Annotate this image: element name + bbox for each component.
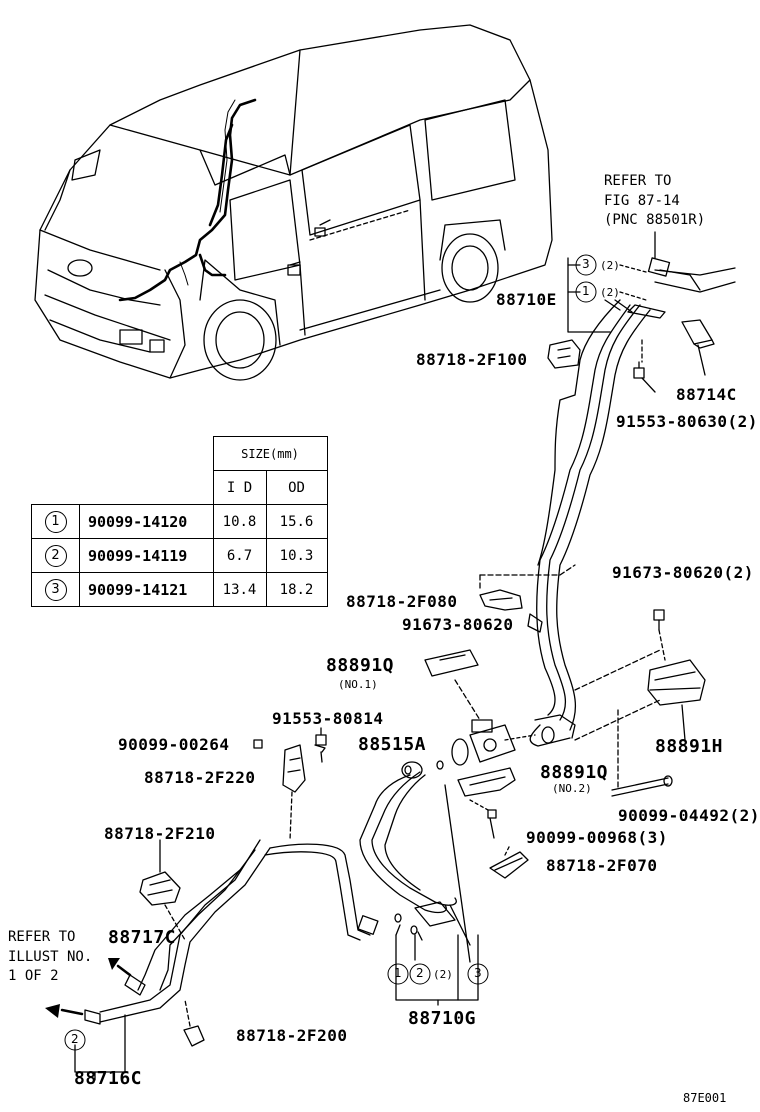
label-88891q-no2: 88891Q	[540, 762, 609, 783]
arrow-left-icon	[45, 1004, 60, 1018]
callout-2-left: 2	[71, 1032, 79, 1046]
label-88515a: 88515A	[358, 734, 427, 755]
clamp-88718-2f210	[139, 871, 181, 906]
label-90099-00264: 90099-00264	[118, 735, 230, 754]
label-no1: (NO.1)	[338, 678, 378, 691]
label-88716c: 88716C	[74, 1068, 143, 1089]
row-part: 90099-14119	[79, 538, 214, 573]
table-row: 1 90099-14120 10.8 15.6	[31, 504, 328, 539]
row-id: 13.4	[212, 572, 267, 607]
label-88710g: 88710G	[408, 1008, 477, 1029]
callout-1-top: 1	[582, 284, 590, 298]
bolt-90099-04492	[611, 775, 673, 797]
callout-qty-a: (2)	[600, 259, 620, 272]
cover-88891q-no1	[424, 649, 479, 677]
label-90099-04492: 90099-04492(2)	[618, 806, 760, 825]
label-88717c: 88717C	[108, 927, 177, 948]
refer-left-line3: 1 OF 2	[8, 968, 59, 984]
pipe-size-table: SIZE(mm) I D OD 1 90099-14120 10.8 15.6 …	[31, 436, 328, 607]
label-91553-80630: 91553-80630(2)	[616, 412, 758, 431]
row-od: 15.6	[265, 504, 328, 539]
bolt-91673-80620-pair	[653, 609, 665, 631]
label-88891q-no1: 88891Q	[326, 655, 395, 676]
row-part: 90099-14121	[79, 572, 214, 607]
figure-code: 87E001	[683, 1091, 727, 1105]
label-91553-80814: 91553-80814	[272, 709, 384, 728]
label-88714c: 88714C	[676, 385, 737, 404]
row-id: 10.8	[212, 504, 267, 539]
pipe-assembly-88710e	[529, 257, 736, 747]
refer-left-line1: REFER TO	[8, 929, 76, 945]
label-88718-2f200: 88718-2F200	[236, 1026, 348, 1045]
arrow-left-icon-2	[108, 958, 120, 970]
van-pipe-route	[118, 98, 257, 302]
clamp-88718-2f200	[183, 1025, 205, 1047]
table-row: 3 90099-14121 13.4 18.2	[31, 572, 328, 607]
bolt-90099-00264	[253, 739, 263, 749]
label-91673-80620-2: 91673-80620(2)	[612, 563, 754, 582]
screw-90099-00968	[487, 809, 497, 839]
label-88718-2f100: 88718-2F100	[416, 350, 528, 369]
callout-2-bottom: 2	[416, 966, 424, 980]
label-88718-2f220: 88718-2F220	[144, 768, 256, 787]
size-header: SIZE(mm)	[212, 436, 328, 471]
valve-88515a	[451, 719, 516, 766]
refer-top-line3: (PNC 88501R)	[604, 212, 706, 228]
refer-top-line1: REFER TO	[604, 173, 672, 189]
callout-qty-b: (2)	[600, 286, 620, 299]
label-90099-00968: 90099-00968(3)	[526, 828, 668, 847]
table-row: 2 90099-14119 6.7 10.3	[31, 538, 328, 573]
row-num: 2	[44, 544, 67, 567]
callout-qty-c: (2)	[433, 968, 453, 981]
col-id-header: I D	[212, 470, 267, 505]
row-od: 18.2	[265, 572, 328, 607]
van-pipe-route-thin	[179, 99, 236, 286]
callout-1-bottom: 1	[394, 966, 402, 980]
label-88891h: 88891H	[655, 736, 724, 757]
clamp-88718-2f100	[547, 339, 581, 369]
label-no2: (NO.2)	[552, 782, 592, 795]
label-88718-2f210: 88718-2F210	[104, 824, 216, 843]
clamp-88718-2f080	[479, 589, 523, 611]
callout-3-top: 3	[582, 257, 590, 271]
label-88718-2f070: 88718-2F070	[546, 856, 658, 875]
cover-88891q-no2	[457, 767, 516, 797]
label-91673-80620: 91673-80620	[402, 615, 514, 634]
row-part: 90099-14120	[79, 504, 214, 539]
clamp-88718-2f220	[282, 744, 306, 793]
van-illustration	[34, 24, 553, 381]
refer-left-line2: ILLUST NO.	[8, 949, 93, 965]
label-88718-2f080: 88718-2F080	[346, 592, 458, 611]
row-id: 6.7	[212, 538, 267, 573]
col-od-header: OD	[265, 470, 328, 505]
label-88710e: 88710E	[496, 290, 557, 309]
box-88891h	[647, 659, 706, 706]
row-num: 3	[44, 578, 67, 601]
bolt-91673-80620	[527, 613, 543, 633]
row-num: 1	[44, 510, 67, 533]
row-od: 10.3	[265, 538, 328, 573]
clamp-88718-2f070	[489, 851, 529, 879]
refer-top-line2: FIG 87-14	[604, 193, 680, 209]
callout-3-bottom: 3	[474, 966, 482, 980]
bolt-91553-80814	[314, 727, 327, 753]
pad-88714c	[681, 319, 715, 349]
pipe-assembly-88710g	[84, 761, 457, 1025]
bolt-91553-80630	[633, 361, 645, 379]
